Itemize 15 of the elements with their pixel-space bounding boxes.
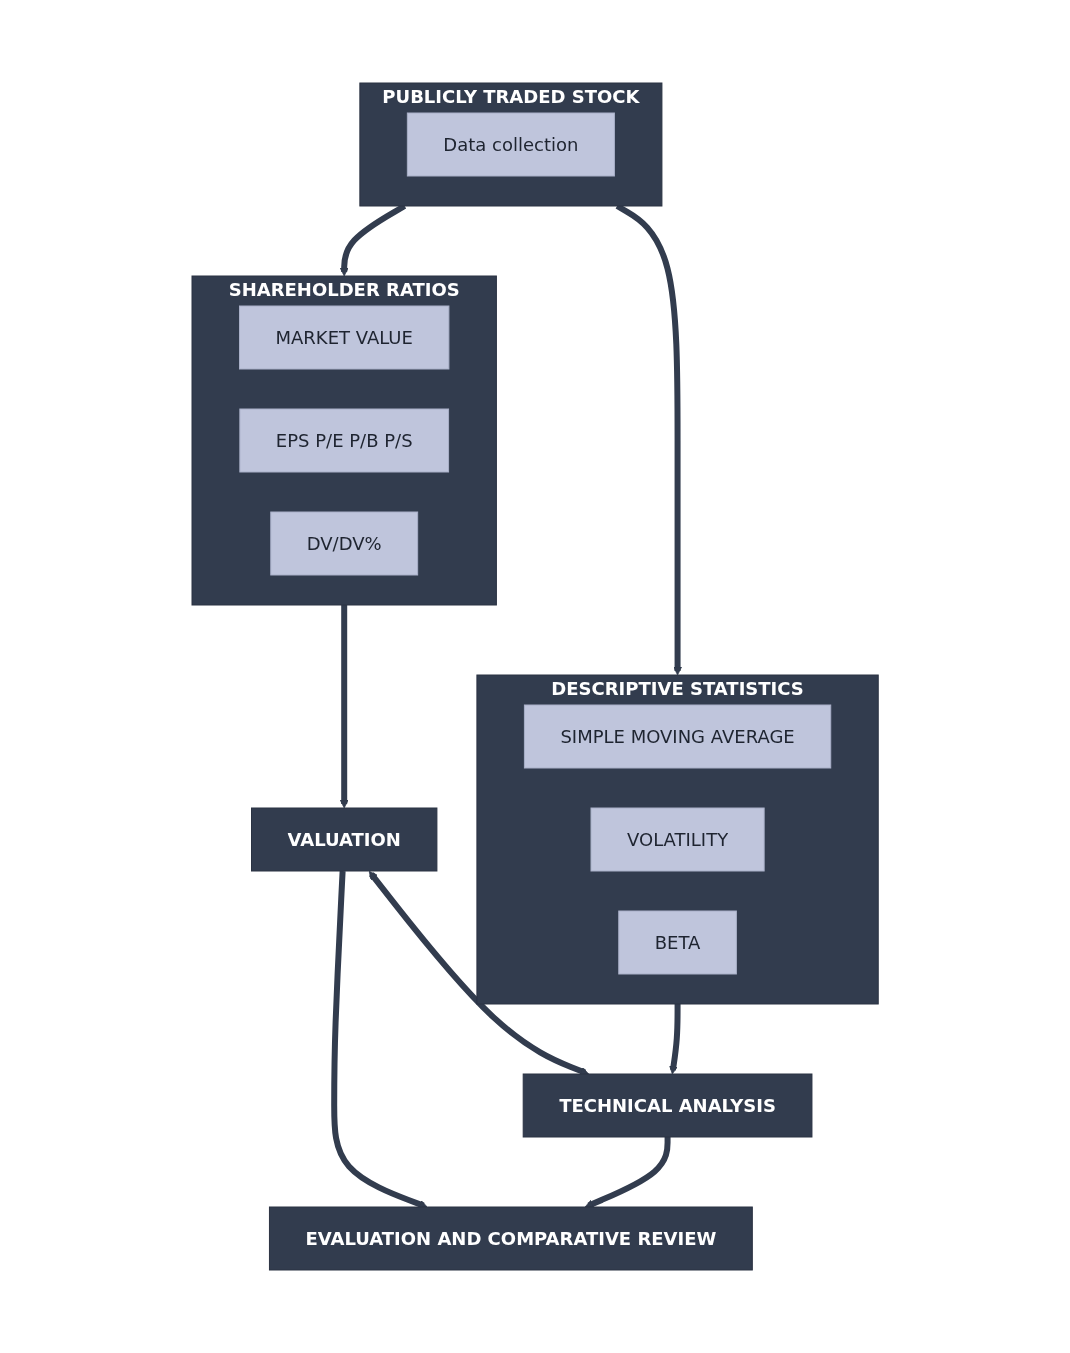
node-box: VOLATILITY: [590, 807, 765, 872]
node-box: Data collection: [406, 112, 615, 177]
node-box: BETA: [618, 910, 737, 975]
node-box: DV/DV%: [270, 511, 418, 576]
arrow: [669, 1004, 681, 1075]
arrow: [339, 605, 349, 809]
arrow: [584, 1137, 671, 1209]
node-box: MARKET VALUE: [238, 305, 450, 370]
node-box: EPS P/E P/B P/S: [239, 408, 449, 473]
node-box: SIMPLE MOVING AVERAGE: [523, 704, 832, 769]
arrow: [368, 870, 589, 1076]
node-box: TECHNICAL ANALYSIS: [522, 1073, 813, 1138]
arrow: [331, 870, 428, 1209]
node-box: EVALUATION AND COMPARATIVE REVIEW: [268, 1206, 753, 1271]
node-box: VALUATION: [250, 807, 438, 872]
